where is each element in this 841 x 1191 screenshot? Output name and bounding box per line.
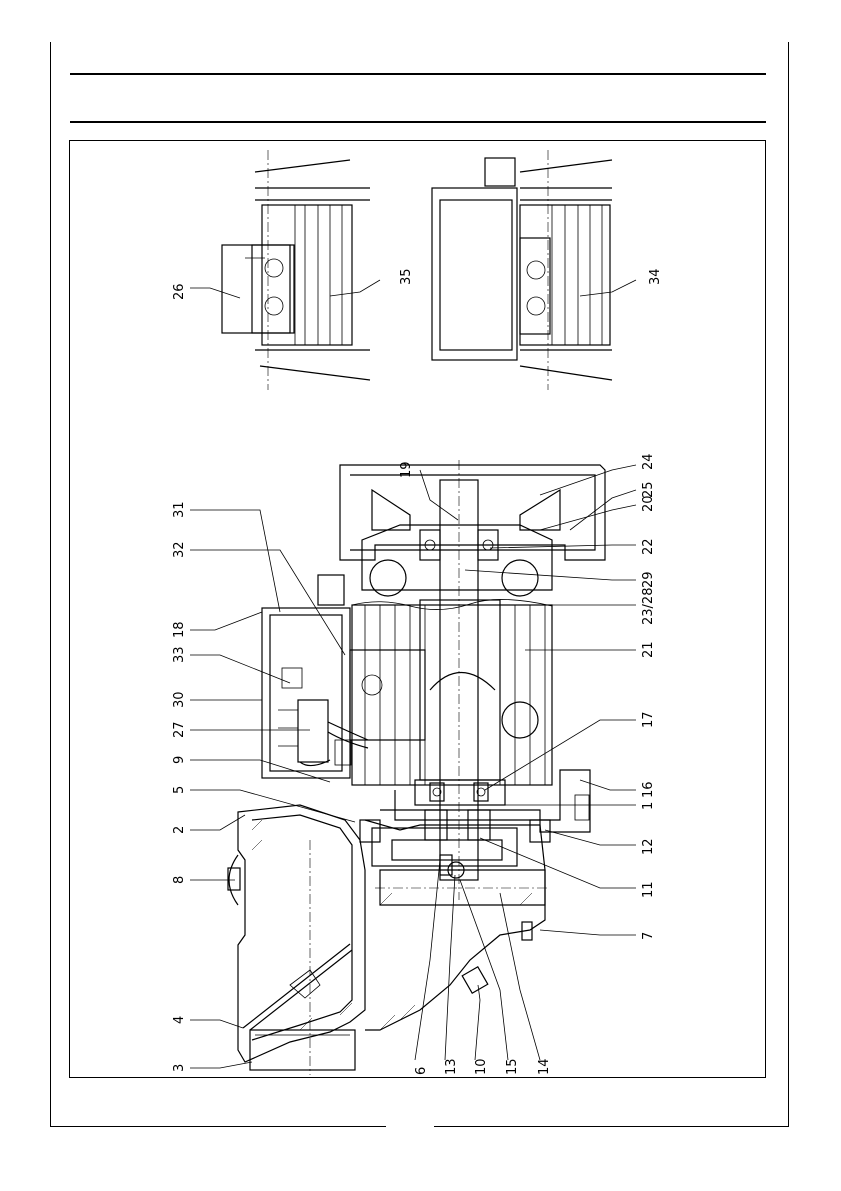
callout-10: 10 [474, 1058, 489, 1075]
callout-13: 13 [444, 1058, 459, 1075]
callout-14: 14 [537, 1058, 552, 1075]
callout-7: 7 [641, 932, 656, 940]
callout-labels: 26 35 34 31 32 19 18 33 30 27 9 5 2 8 4 … [172, 268, 663, 1075]
callout-5: 5 [172, 786, 187, 794]
callout-18: 18 [172, 621, 187, 638]
callout-19: 19 [399, 461, 414, 478]
callout-25: 25 [641, 481, 656, 498]
callout-24: 24 [641, 453, 656, 470]
callout-30: 30 [172, 691, 187, 708]
callout-9: 9 [172, 756, 187, 764]
callout-35: 35 [399, 268, 414, 285]
callout-6: 6 [414, 1067, 429, 1075]
callout-23-28: 23/28 [641, 588, 656, 625]
callout-17: 17 [641, 711, 656, 728]
callout-26: 26 [172, 283, 187, 300]
callout-32: 32 [172, 541, 187, 558]
callout-12: 12 [641, 838, 656, 855]
detail-view-34 [432, 150, 612, 390]
callout-21: 21 [641, 641, 656, 658]
callout-2: 2 [172, 826, 187, 834]
callout-34: 34 [648, 268, 663, 285]
callout-16: 16 [641, 781, 656, 798]
callout-3: 3 [172, 1064, 187, 1072]
callout-15: 15 [505, 1058, 520, 1075]
detail-view-35 [222, 150, 370, 390]
leader-lines [190, 280, 636, 1068]
callout-29: 29 [641, 571, 656, 588]
pump-body [228, 805, 550, 1075]
callout-27: 27 [172, 721, 187, 738]
callout-22: 22 [641, 538, 656, 555]
callout-8: 8 [172, 876, 187, 884]
callout-33: 33 [172, 646, 187, 663]
callout-31: 31 [172, 501, 187, 518]
callout-1: 1 [641, 802, 656, 810]
callout-11: 11 [641, 881, 656, 898]
callout-4: 4 [172, 1016, 187, 1024]
